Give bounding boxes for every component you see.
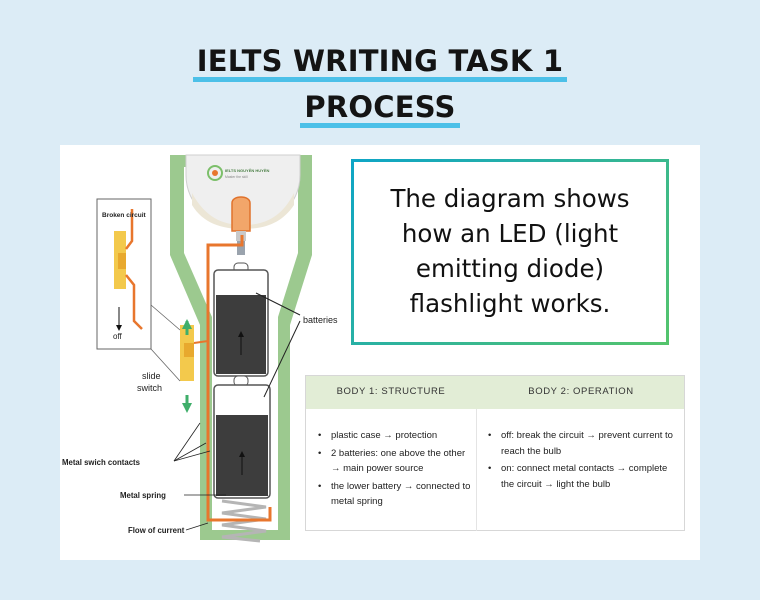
slide-switch-label-1: slide (142, 371, 161, 381)
summary-text: The diagram shows how an LED (light emit… (390, 184, 630, 318)
list-item: on: connect metal contacts → complete th… (485, 461, 683, 492)
flashlight-diagram: IELTS NGUYỄN HUYỀN Master the skill (62, 154, 338, 543)
header-body-1: BODY 1: STRUCTURE (336, 386, 446, 397)
metal-spring-label: Metal spring (120, 491, 166, 500)
header-body-2: BODY 2: OPERATION (528, 386, 634, 397)
column-divider (476, 409, 477, 531)
table-header (306, 376, 684, 409)
inset-off-label: off (113, 332, 123, 341)
svg-text:IELTS NGUYỄN HUYỀN: IELTS NGUYỄN HUYỀN (225, 168, 269, 173)
flow-label: Flow of current (128, 526, 185, 535)
batteries-label: batteries (303, 315, 338, 325)
summary-box: The diagram shows how an LED (light emit… (351, 159, 669, 345)
led-bulb (231, 196, 251, 232)
body-2-list: off: break the circuit → prevent current… (485, 428, 683, 494)
list-item: the lower battery → connected to metal s… (315, 479, 475, 510)
body-1-list: plastic case → protection 2 batteries: o… (315, 428, 475, 512)
title-line-1: IELTS WRITING TASK 1 (0, 44, 760, 82)
list-item: off: break the circuit → prevent current… (485, 428, 683, 459)
metal-spring (221, 499, 267, 543)
inset-label: Broken circuit (102, 212, 147, 219)
content-panel: IELTS NGUYỄN HUYỀN Master the skill (60, 145, 700, 560)
slide-switch-label-2: switch (137, 383, 162, 393)
outline-table: BODY 1: STRUCTURE BODY 2: OPERATION plas… (305, 375, 685, 531)
list-item: 2 batteries: one above the other → main … (315, 446, 475, 477)
title-line-2: PROCESS (0, 90, 760, 128)
logo: IELTS NGUYỄN HUYỀN Master the skill (207, 165, 269, 181)
current-path (206, 235, 272, 522)
metal-contacts-label: Metal swich contacts (62, 458, 141, 467)
svg-text:Master the skill: Master the skill (225, 175, 248, 179)
list-item: plastic case → protection (315, 428, 475, 444)
